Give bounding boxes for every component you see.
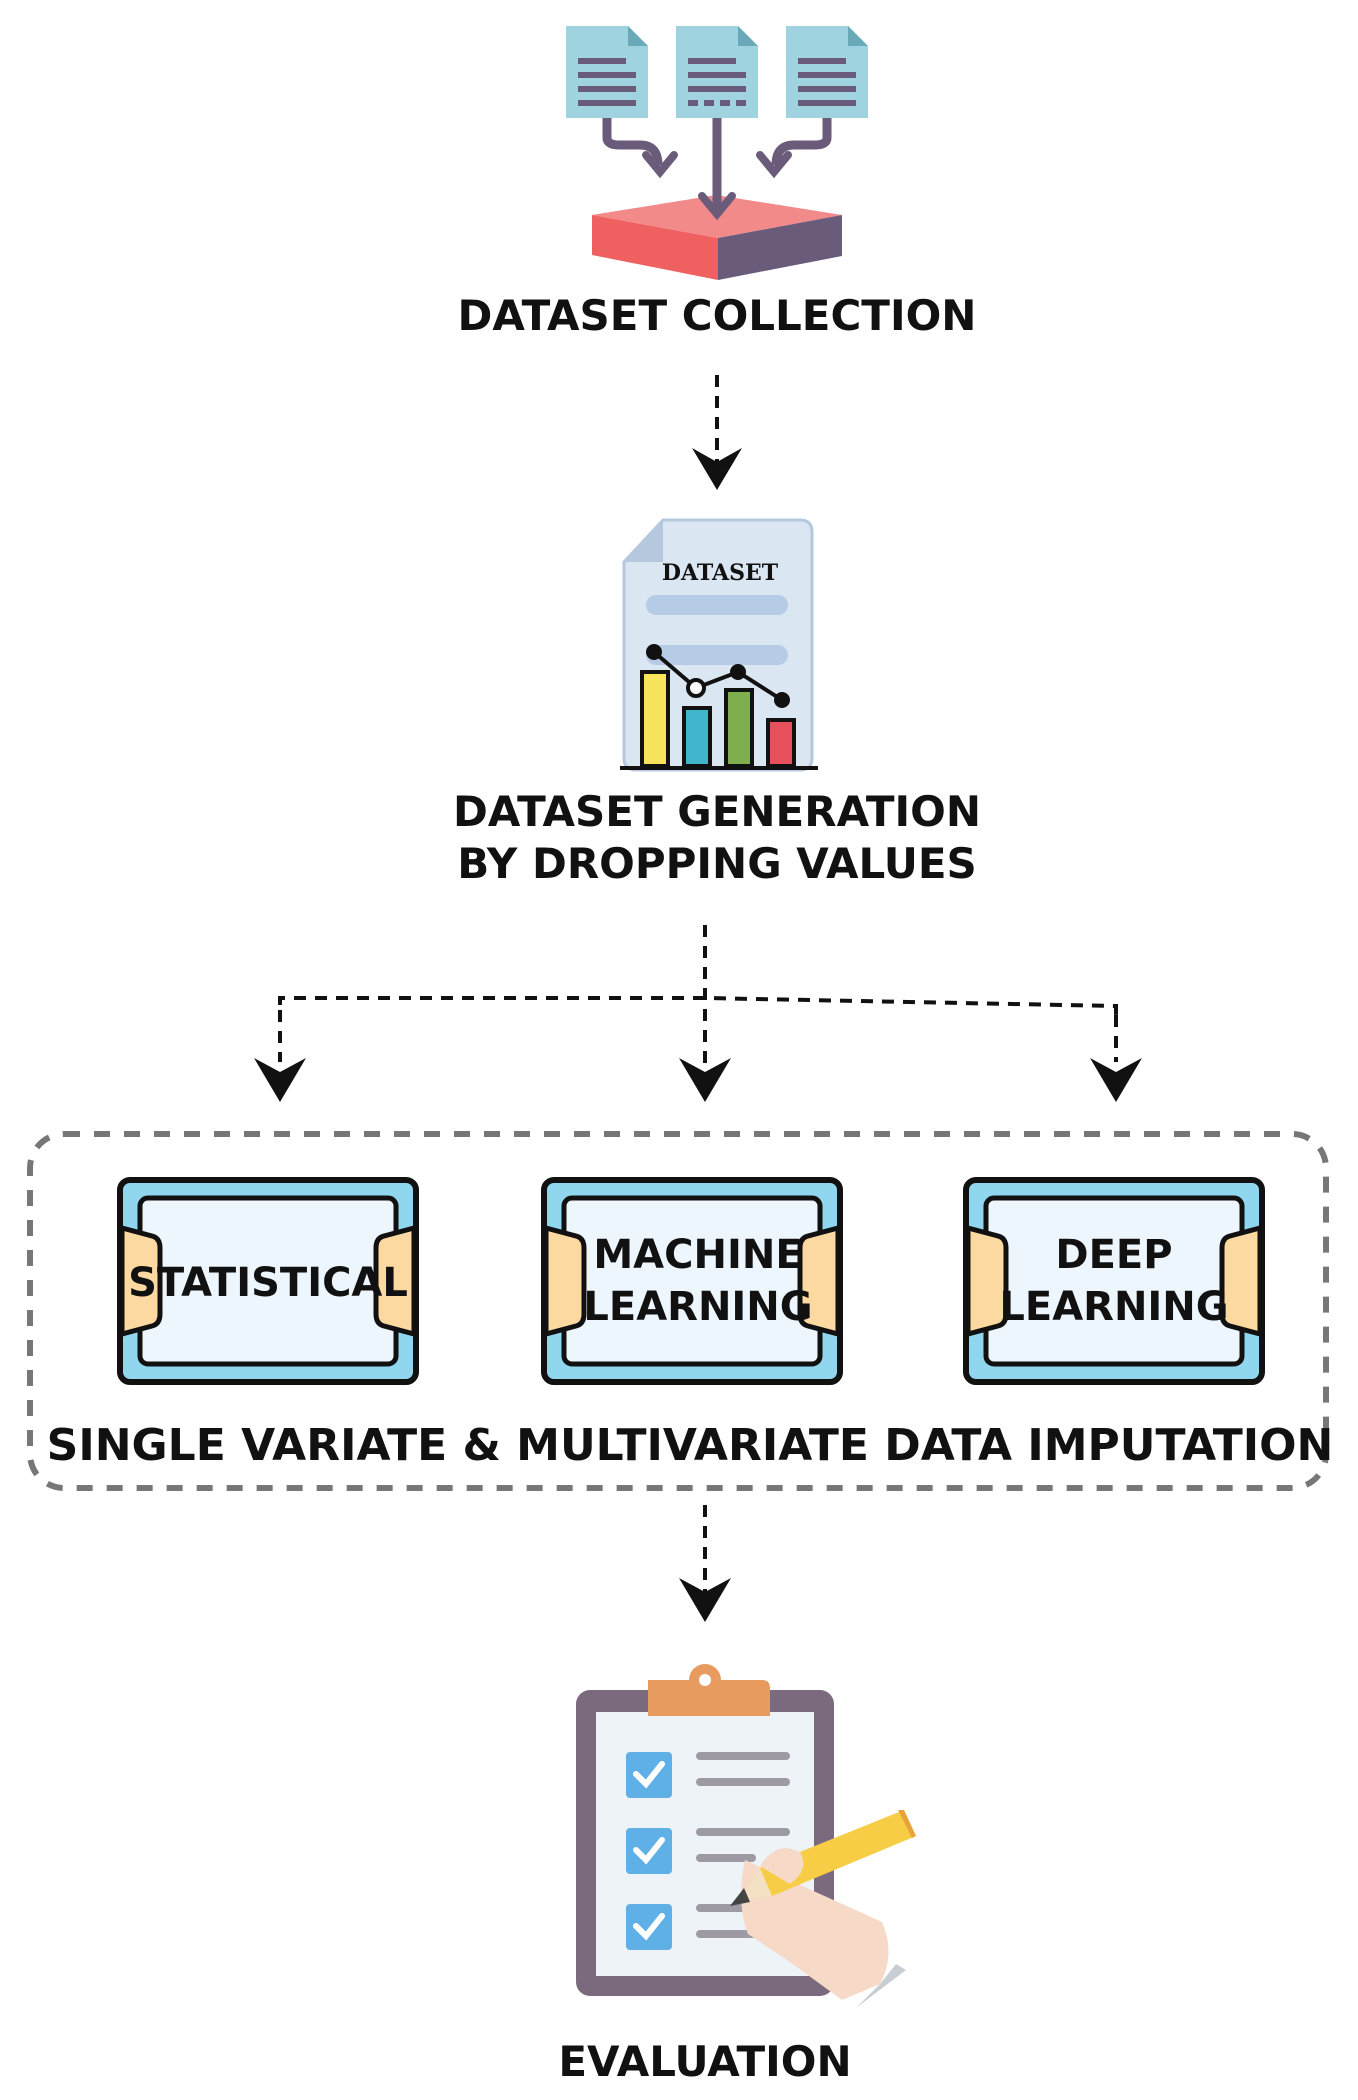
checkbox-icon <box>626 1828 672 1874</box>
document-icon <box>676 26 758 118</box>
document-icon <box>566 26 648 118</box>
method-machine-learning: MACHINE LEARNING <box>541 1177 843 1385</box>
bar-cyan <box>682 706 712 768</box>
dataset-generation-label-line1: DATASET GENERATION <box>453 787 981 836</box>
dataset-generation-label-line2: BY DROPPING VALUES <box>457 839 977 888</box>
dataset-doc-title: DATASET <box>662 560 779 586</box>
method-label-line2: LEARNING <box>583 1284 812 1330</box>
checkbox-icon <box>626 1752 672 1798</box>
bar-green <box>724 688 754 768</box>
bar-red <box>766 718 796 768</box>
method-label-line1: MACHINE <box>593 1232 802 1278</box>
method-deep-learning: DEEP LEARNING <box>963 1177 1265 1385</box>
checkbox-icon <box>626 1904 672 1950</box>
clipboard-checklist-icon <box>576 1664 916 2008</box>
method-label-line1: DEEP <box>1055 1232 1172 1278</box>
imputation-group-border <box>27 1131 1329 1491</box>
method-label-line2: LEARNING <box>999 1284 1228 1330</box>
bar-yellow <box>640 670 670 768</box>
document-icon <box>786 26 868 118</box>
arrow-head <box>679 1578 731 1622</box>
arrow-head <box>692 448 742 490</box>
platform-right <box>718 215 842 280</box>
arrow-head <box>254 1058 306 1102</box>
dataset-collection-label: DATASET COLLECTION <box>458 291 977 340</box>
method-label: STATISTICAL <box>128 1260 408 1306</box>
dataset-chart-icon: DATASET <box>620 518 818 772</box>
evaluation-label: EVALUATION <box>558 2037 851 2086</box>
platform-left <box>592 215 718 280</box>
hand-pencil-icon <box>730 1810 916 2008</box>
database-collection-icon <box>566 26 868 280</box>
branch-connector <box>278 925 1118 1080</box>
method-statistical: STATISTICAL <box>117 1177 419 1385</box>
arrow-head <box>679 1058 731 1102</box>
arrow-head <box>1090 1058 1142 1102</box>
imputation-group-label: SINGLE VARIATE & MULTIVARIATE DATA IMPUT… <box>47 1420 1334 1471</box>
